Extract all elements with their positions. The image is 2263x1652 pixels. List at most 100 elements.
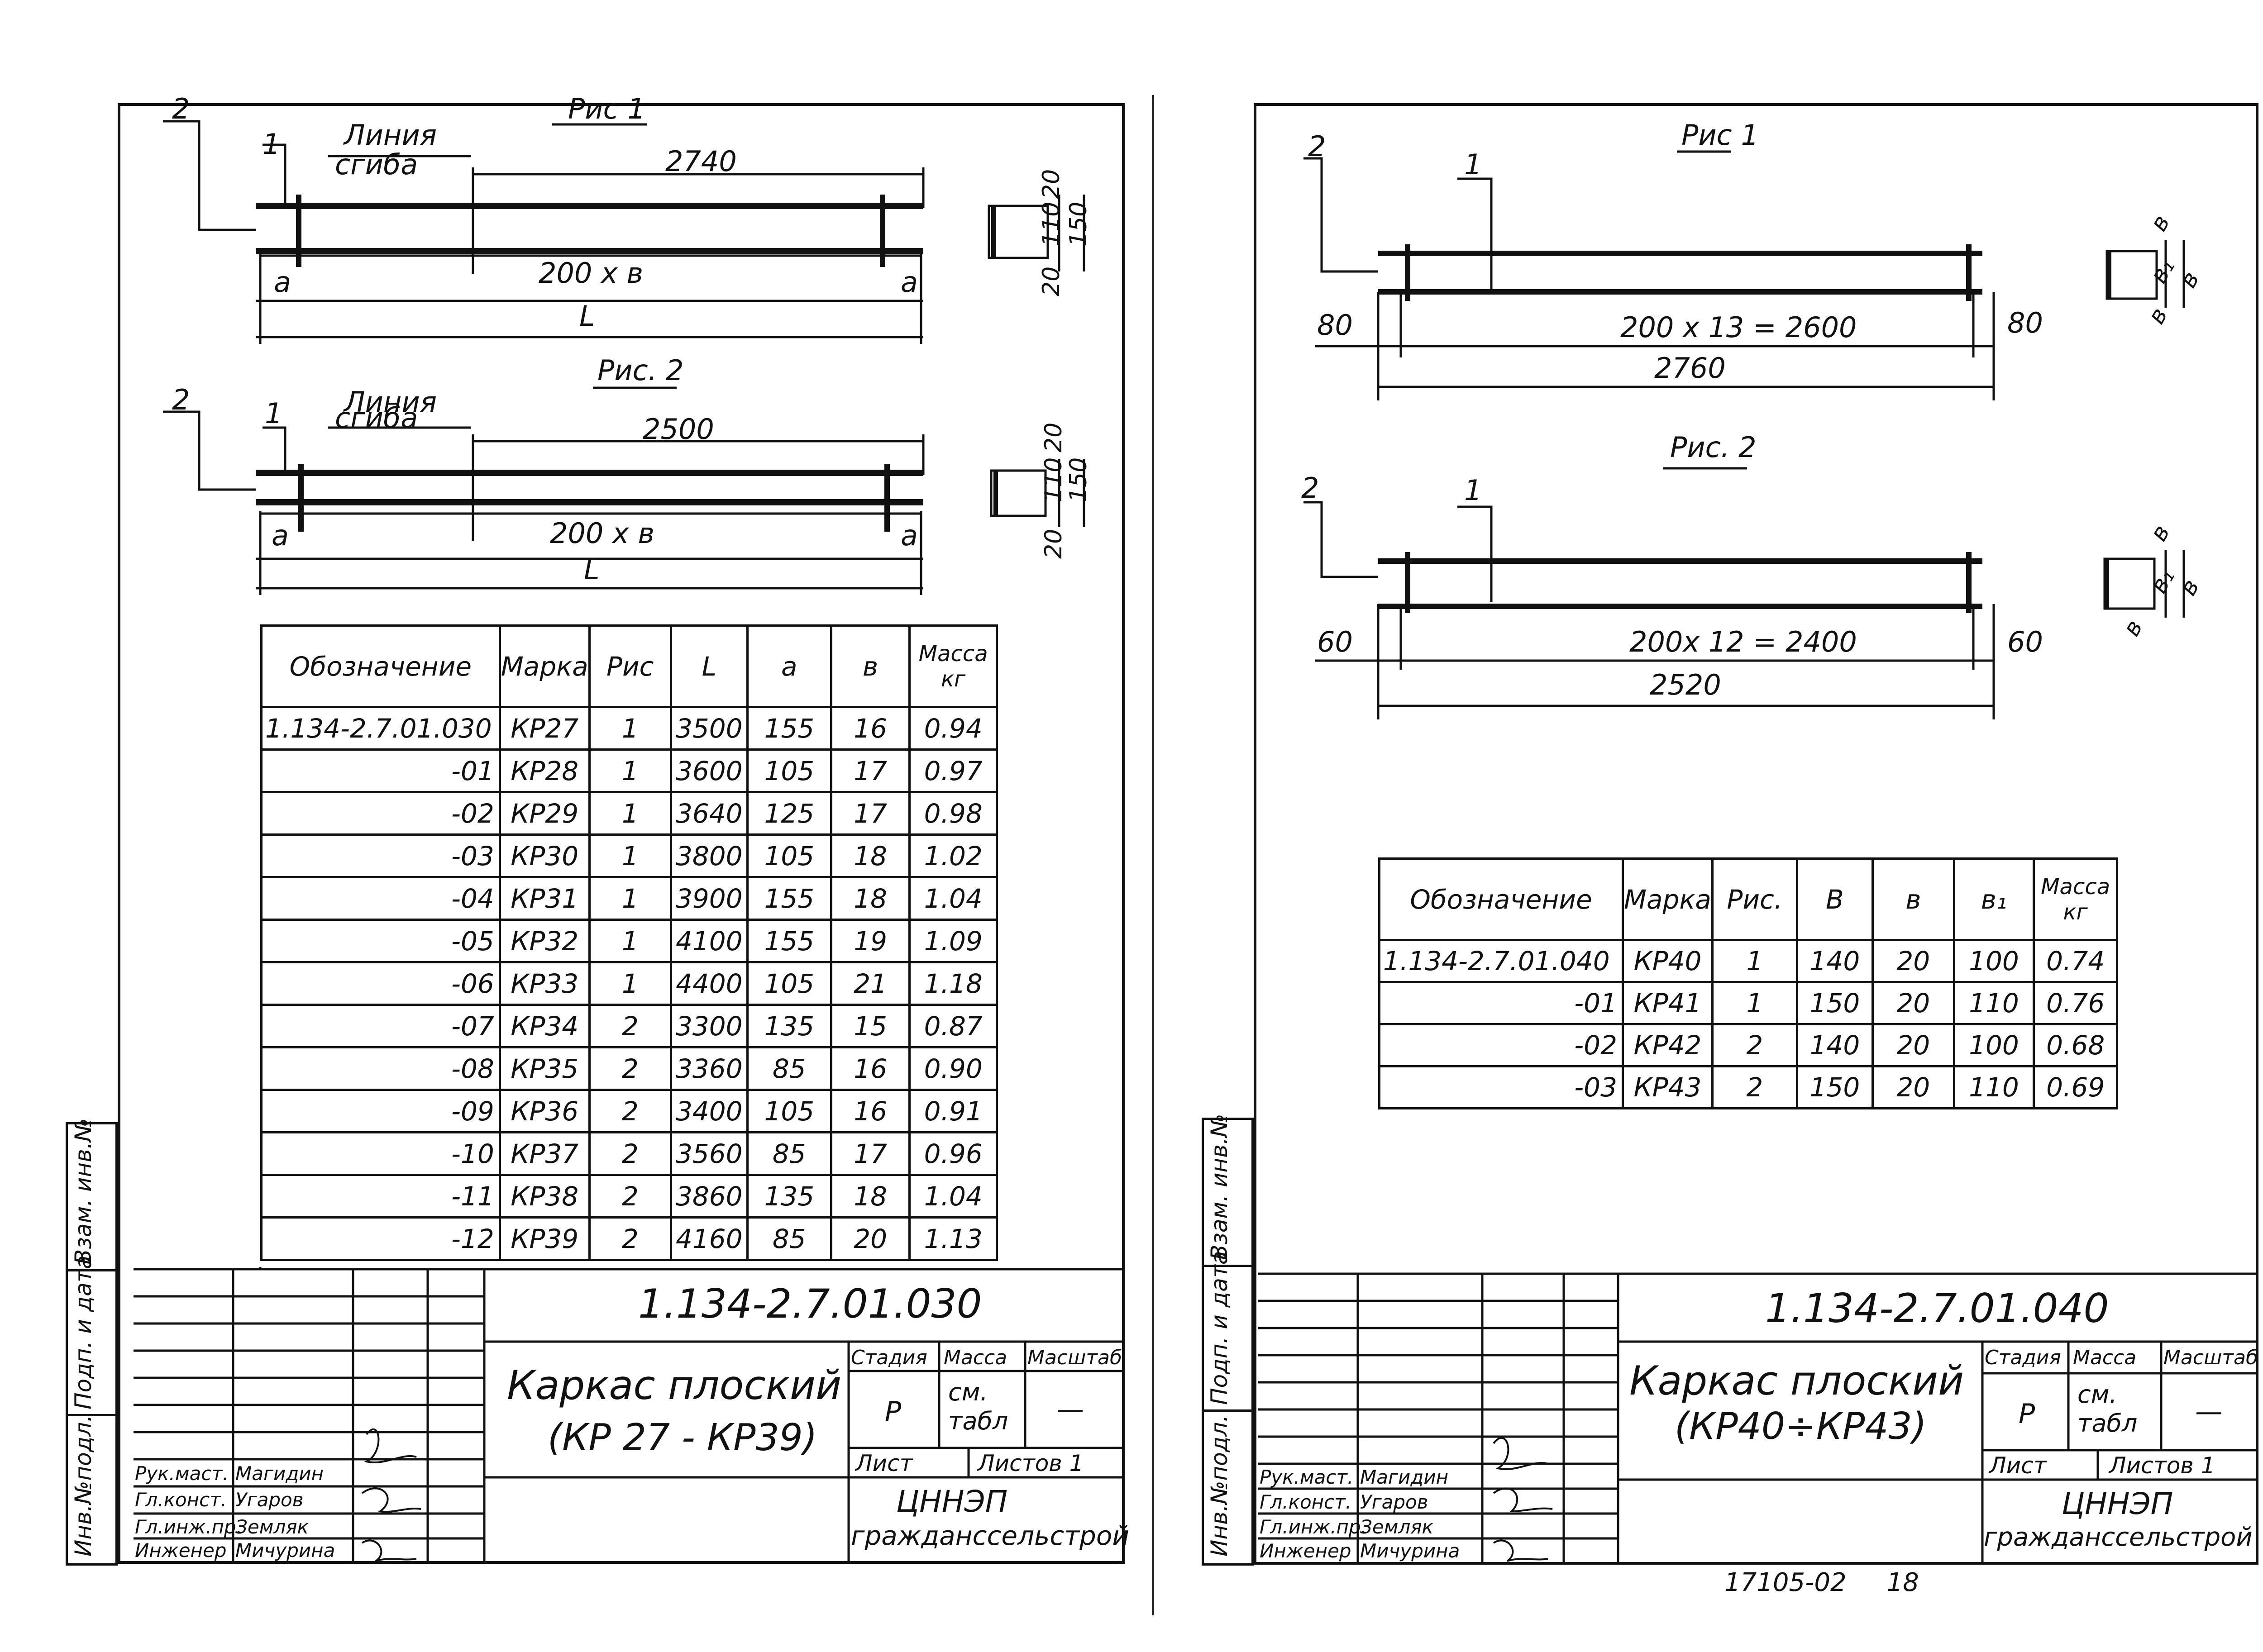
right-cell-r0-c0: 1.134-2.7.01.040	[1378, 939, 1624, 983]
left-cell-r10-c2: 2	[588, 1131, 672, 1176]
right-cell-r2-c0: -02	[1378, 1023, 1624, 1067]
left-cell-r9-c3: 3400	[669, 1089, 749, 1133]
right-spec-table: Обозначение Марка Рис. В в в₁ Масса кг 1…	[1378, 857, 2118, 1109]
right-fig1-callout-2: 2	[1308, 130, 1326, 163]
right-fig2-callout-1: 1	[1464, 474, 1482, 507]
right-cell-r0-c6: 0.74	[2033, 939, 2118, 983]
left-fig2-callout-1: 1	[265, 397, 282, 430]
right-cell-r3-c1: КР43	[1621, 1065, 1714, 1109]
left-cell-r5-c1: КР32	[498, 919, 591, 963]
right-tb-org-1: ЦННЭП	[2062, 1486, 2173, 1521]
left-cell-r7-c0: -07	[260, 1004, 501, 1048]
left-cell-r6-c0: -06	[260, 961, 501, 1006]
right-th-designation: Обозначение	[1378, 857, 1624, 941]
left-cell-r5-c5: 19	[830, 919, 911, 963]
right-tb-sheets-label: Листов 1	[2109, 1452, 2215, 1479]
left-tb-org-2: гражданссельстрой	[851, 1520, 1130, 1551]
left-cell-r9-c0: -09	[260, 1089, 501, 1133]
right-tb-code: 1.134-2.7.01.040	[1765, 1285, 2109, 1332]
left-fig2-mid-dim: 200 x в	[550, 517, 654, 550]
right-cell-r1-c5: 110	[1953, 981, 2035, 1025]
right-tb-scale-label: Масштаб	[2163, 1346, 2258, 1369]
left-tb-stage-label: Стадия	[851, 1346, 927, 1369]
left-fig2-title: Рис. 2	[597, 354, 684, 387]
left-cell-r4-c3: 3900	[669, 876, 749, 921]
right-drawings: Рис 1 Рис. 2 2 1 80 80 200 x 13 = 2600 2…	[1301, 119, 2205, 719]
left-fig1-fold-1: Линия	[343, 119, 437, 152]
left-cell-r6-c6: 1.18	[908, 961, 998, 1006]
right-tb-staff-role-1: Рук.маст.	[1260, 1466, 1354, 1488]
left-cell-r5-c6: 1.09	[908, 919, 998, 963]
right-tb-staff-name-4: Мичурина	[1360, 1540, 1460, 1562]
right-cell-r0-c5: 100	[1953, 939, 2035, 983]
left-cell-r8-c1: КР35	[498, 1046, 591, 1091]
left-cell-r12-c2: 2	[588, 1216, 672, 1261]
left-cell-r3-c4: 105	[746, 833, 832, 878]
left-fig1-title: Рис 1	[568, 92, 645, 125]
left-fig2-a-right: а	[901, 519, 918, 552]
left-cell-r11-c0: -11	[260, 1174, 501, 1219]
left-fig1-a-left: а	[274, 266, 291, 299]
left-cell-r1-c3: 3600	[669, 748, 749, 793]
left-cell-r5-c2: 1	[588, 919, 672, 963]
left-cell-r10-c5: 17	[830, 1131, 911, 1176]
right-cell-r0-c2: 1	[1711, 939, 1798, 983]
left-fig1-fold-2: сгиба	[335, 148, 418, 181]
left-cell-r8-c5: 16	[830, 1046, 911, 1091]
right-tb-sheet-label: Лист	[1989, 1452, 2047, 1479]
left-fig1-sec-20b: 20	[1038, 267, 1065, 296]
left-fig1-a-right: а	[901, 266, 918, 299]
left-drawings: Рис 1 Рис. 2 2 1 Линия сгиба 2740 200 x …	[163, 92, 1092, 595]
left-cell-r4-c6: 1.04	[908, 876, 998, 921]
right-cell-r3-c5: 110	[1953, 1065, 2035, 1109]
left-cell-r3-c0: -03	[260, 833, 501, 878]
right-tb-org-2: гражданссельстрой	[1984, 1523, 2253, 1552]
left-fig2-sec-20a: 20	[1040, 423, 1067, 452]
right-cell-r2-c3: 140	[1795, 1023, 1874, 1067]
right-th-mass: Масса кг	[2033, 857, 2118, 941]
left-cell-r10-c0: -10	[260, 1131, 501, 1176]
left-cell-r4-c1: КР31	[498, 876, 591, 921]
left-cell-r2-c4: 125	[746, 791, 832, 836]
left-fig1-mid-dim: 200 x в	[539, 257, 643, 290]
left-cell-r2-c0: -02	[260, 791, 501, 836]
right-tb-stage-value: Р	[2019, 1398, 2035, 1430]
right-cell-r2-c4: 20	[1872, 1023, 1955, 1067]
left-cell-r1-c6: 0.97	[908, 748, 998, 793]
right-tb-mass-value: см. табл	[2077, 1380, 2138, 1438]
left-cell-r6-c1: КР33	[498, 961, 591, 1006]
left-tb-staff-name-2: Угаров	[235, 1489, 304, 1511]
left-cell-r9-c6: 0.91	[908, 1089, 998, 1133]
left-th-L: L	[669, 624, 749, 708]
left-cell-r0-c2: 1	[588, 706, 672, 751]
left-th-a: а	[746, 624, 832, 708]
left-cell-r1-c0: -01	[260, 748, 501, 793]
right-table-header: Обозначение Марка Рис. В в в₁ Масса кг	[1378, 857, 2118, 941]
left-table-header: Обозначение Марка Рис L а в Масса кг	[260, 624, 998, 708]
right-tb-name-1: Каркас плоский	[1629, 1357, 1964, 1404]
left-cell-r3-c2: 1	[588, 833, 672, 878]
left-cell-r6-c4: 105	[746, 961, 832, 1006]
left-cell-r9-c5: 16	[830, 1089, 911, 1133]
left-cell-r10-c4: 85	[746, 1131, 832, 1176]
left-cell-r4-c2: 1	[588, 876, 672, 921]
right-cell-r1-c2: 1	[1711, 981, 1798, 1025]
left-tb-staff-role-2: Гл.конст.	[135, 1489, 227, 1511]
left-cell-r12-c6: 1.13	[908, 1216, 998, 1261]
left-tb-staff-name-1: Магидин	[235, 1462, 324, 1485]
right-tb-staff-role-2: Гл.конст.	[1260, 1491, 1352, 1513]
right-fig2-title: Рис. 2	[1670, 431, 1757, 464]
right-cell-r2-c1: КР42	[1621, 1023, 1714, 1067]
right-fig2-total: 2520	[1650, 668, 1721, 701]
left-cell-r5-c3: 4100	[669, 919, 749, 963]
right-cell-r1-c6: 0.76	[2033, 981, 2118, 1025]
right-fig1-title: Рис 1	[1681, 119, 1759, 152]
left-tb-stage-value: Р	[885, 1396, 902, 1428]
left-side-stamps: Инв.№подл. Подп. и дата Взам. инв.№	[66, 1118, 118, 1566]
